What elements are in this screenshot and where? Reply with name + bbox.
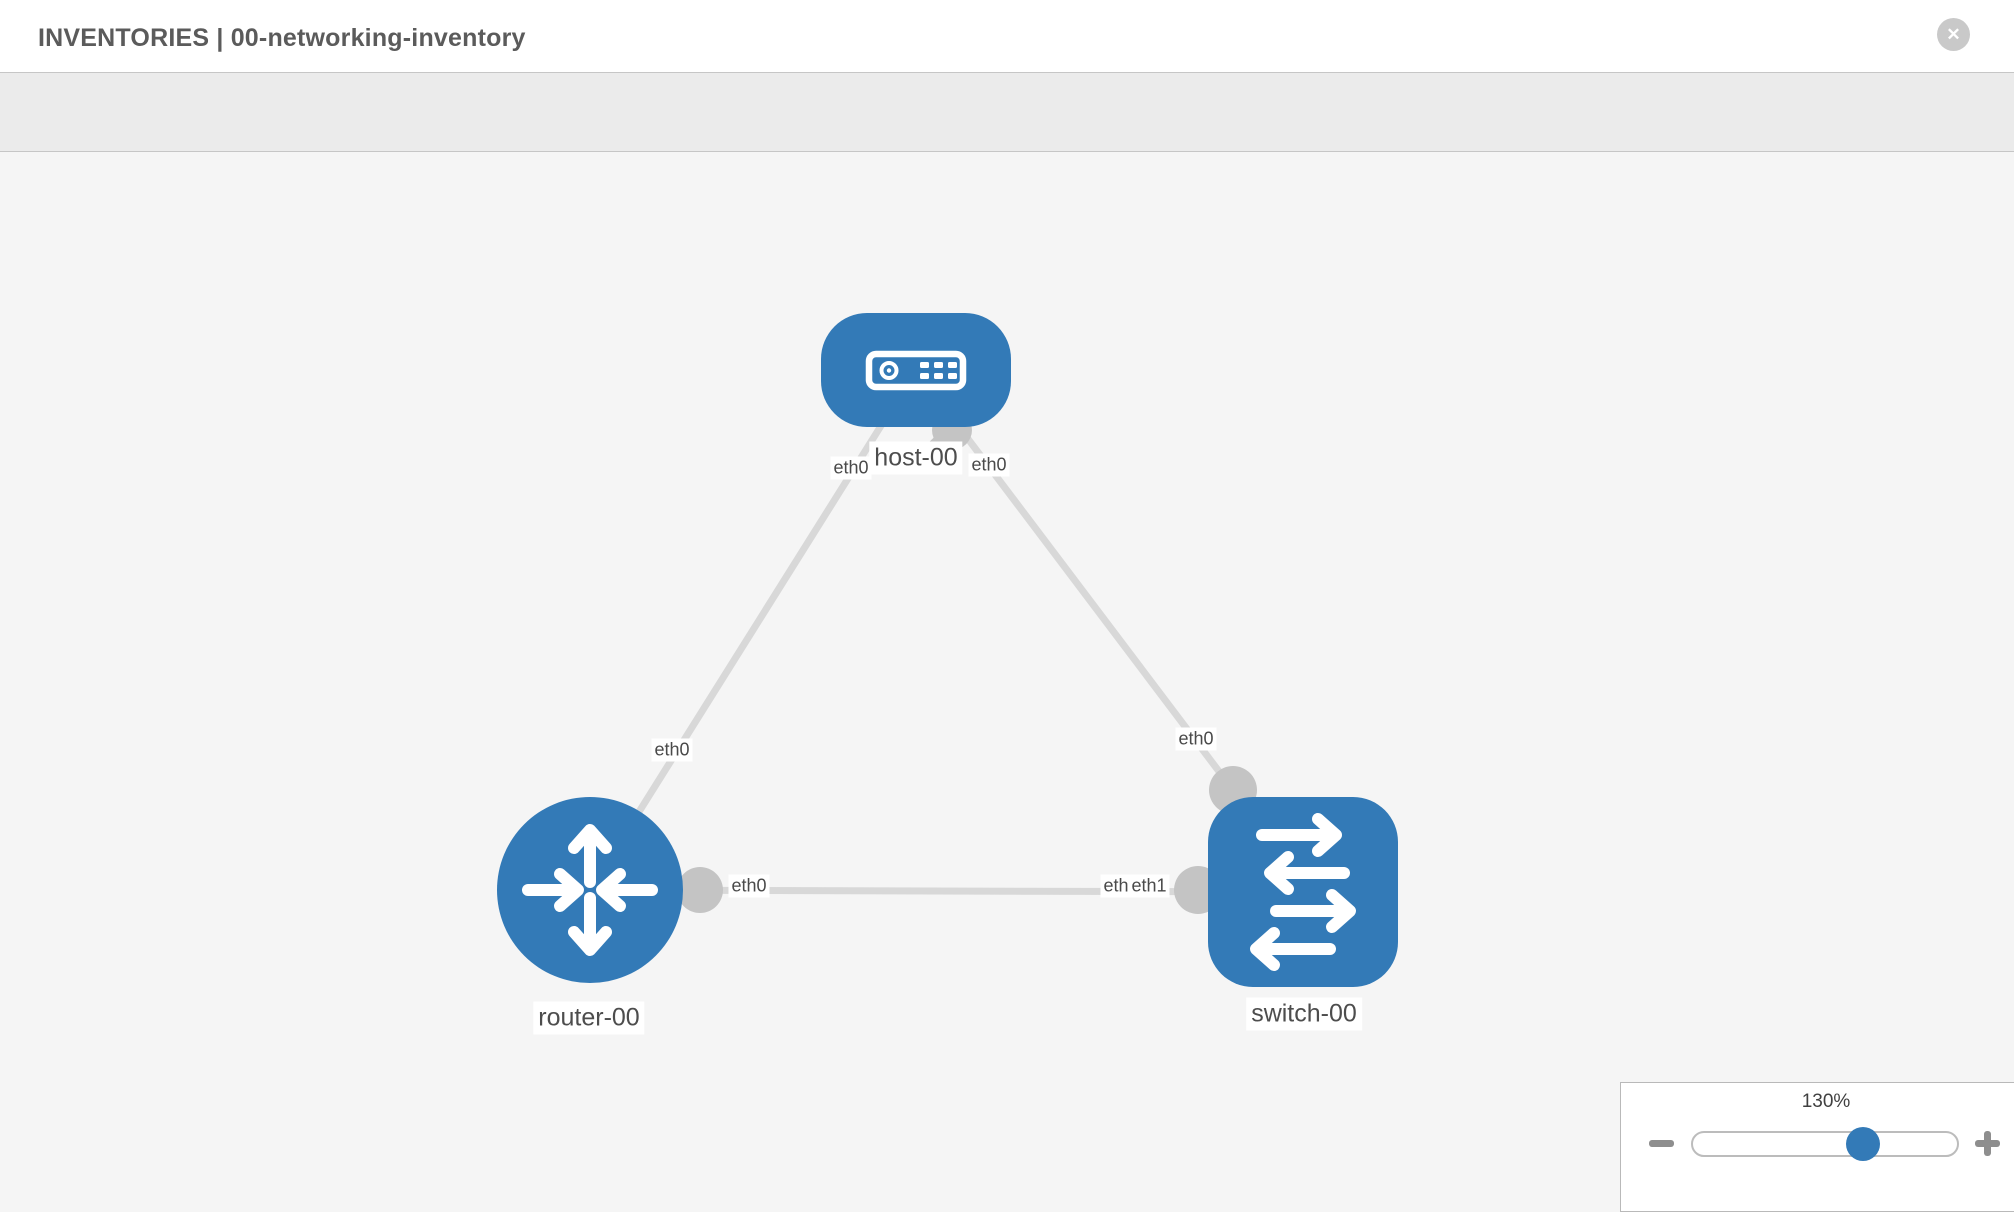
interface-label-host-eth0-left: eth0 <box>830 456 872 480</box>
topology-canvas[interactable]: host-00 router-00 switch-00 eth0 eth0 et… <box>0 152 2014 1200</box>
zoom-slider-track[interactable] <box>1691 1131 1959 1157</box>
interface-label-host-eth0-right: eth0 <box>968 453 1010 477</box>
node-host[interactable] <box>821 313 1011 427</box>
zoom-out-minus-icon[interactable] <box>1649 1140 1674 1147</box>
header-bar: INVENTORIES | 00-networking-inventory ✕ <box>0 0 2014 72</box>
toolbar: ACTIONS SEARCH <box>0 72 2014 216</box>
zoom-plus-icon-bar <box>1984 1131 1991 1156</box>
node-switch[interactable] <box>1208 797 1398 987</box>
interface-label-switch-eth0-top: eth0 <box>1175 727 1217 751</box>
zoom-slider-handle[interactable] <box>1846 1127 1880 1161</box>
close-icon[interactable]: ✕ <box>1937 18 1970 51</box>
node-router[interactable] <box>497 797 683 983</box>
page-title: INVENTORIES | 00-networking-inventory <box>38 24 526 52</box>
interface-label-switch-eth1: eth1 <box>1128 874 1170 898</box>
zoom-control-panel: 130% <box>1620 1082 2014 1212</box>
switch-icon <box>1250 813 1356 971</box>
router-icon <box>522 824 658 956</box>
host-icon <box>865 350 967 391</box>
node-label-router: router-00 <box>533 1001 645 1035</box>
interface-label-router-eth0-right: eth0 <box>728 874 770 898</box>
node-label-host: host-00 <box>869 441 963 475</box>
node-label-switch: switch-00 <box>1246 997 1362 1031</box>
zoom-level-value: 130% <box>1801 1091 1851 1112</box>
interface-connectors <box>677 410 1257 914</box>
connector-router-right[interactable] <box>677 867 723 913</box>
interface-label-router-eth0-top: eth0 <box>651 738 693 762</box>
